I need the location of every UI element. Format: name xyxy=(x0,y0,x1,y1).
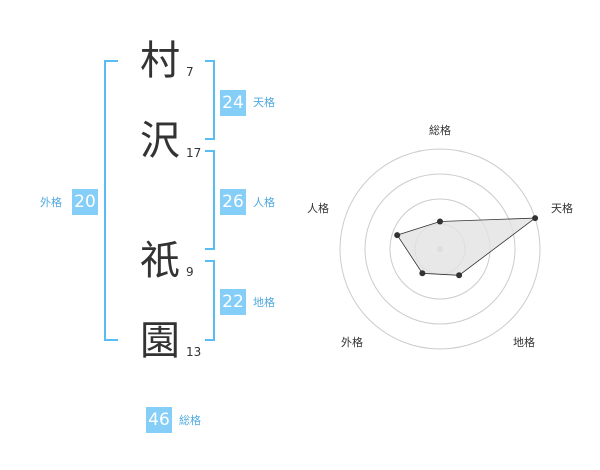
jinkaku-bracket-top xyxy=(205,150,215,152)
chikaku-badge: 22 xyxy=(220,289,246,315)
radar-point-2 xyxy=(532,215,539,222)
tenkaku-bracket-top xyxy=(205,60,215,62)
chikaku-bracket-top xyxy=(205,260,215,262)
radar-point-1 xyxy=(437,218,443,225)
gaikaku-badge: 20 xyxy=(72,189,98,215)
stroke-count-3: 9 xyxy=(186,265,194,279)
jinkaku-bracket-vertical xyxy=(213,150,215,250)
radar-grid-ring xyxy=(339,148,541,350)
tenkaku-bracket-bottom xyxy=(205,138,215,140)
name-char-4: 園 xyxy=(140,318,180,364)
radar-axis-label-5: 人格 xyxy=(307,201,329,215)
name-char-2: 沢 xyxy=(140,118,180,164)
chikaku-bracket-bottom xyxy=(205,339,215,341)
radar-point-3 xyxy=(456,272,463,279)
stroke-count-4: 13 xyxy=(186,345,202,359)
chikaku-label: 地格 xyxy=(253,296,275,309)
tenkaku-badge: 24 xyxy=(220,90,246,116)
gaikaku-label: 外格 xyxy=(40,196,62,209)
name-char-1: 村 xyxy=(140,38,180,84)
gaikaku-bracket-vertical xyxy=(104,60,106,341)
radar-point-5 xyxy=(394,232,401,239)
radar-data-area xyxy=(396,217,537,276)
jinkaku-bracket-bottom xyxy=(205,248,215,250)
stroke-count-2: 17 xyxy=(186,146,202,160)
soukaku-badge: 46 xyxy=(146,407,172,433)
radar-axis-label-2: 天格 xyxy=(551,201,573,215)
jinkaku-badge: 26 xyxy=(220,189,246,215)
stroke-count-1: 7 xyxy=(186,65,194,79)
tenkaku-label: 天格 xyxy=(253,96,275,109)
jinkaku-label: 人格 xyxy=(253,196,275,209)
radar-axis-label-3: 地格 xyxy=(513,335,535,349)
name-char-3: 祇 xyxy=(140,238,180,284)
soukaku-label: 総格 xyxy=(179,414,201,427)
radar-grid-ring xyxy=(364,173,516,325)
radar-point-4 xyxy=(419,270,426,277)
tenkaku-bracket-vertical xyxy=(213,60,215,140)
radar-axis-label-1: 総格 xyxy=(429,123,451,137)
gaikaku-bracket-bottom xyxy=(104,339,118,341)
gaikaku-bracket-top xyxy=(104,60,118,62)
chikaku-bracket-vertical xyxy=(213,260,215,341)
radar-axis-label-4: 外格 xyxy=(341,335,363,349)
